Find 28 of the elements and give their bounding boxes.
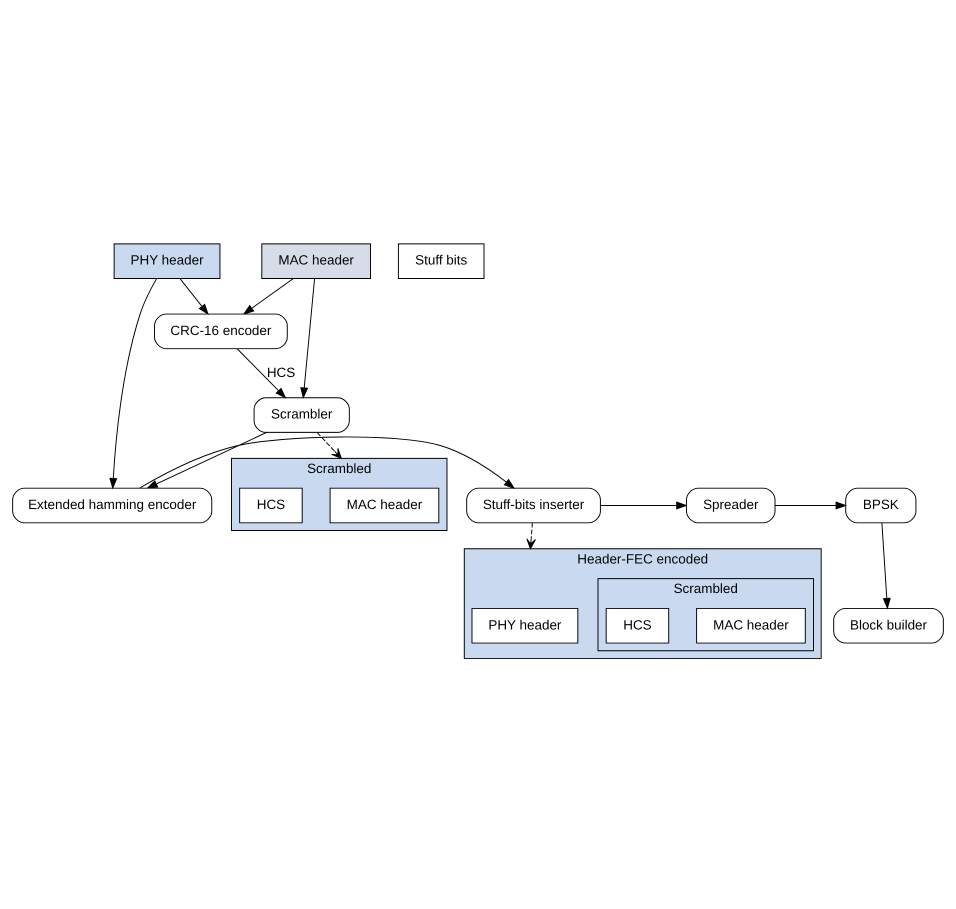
node-box: CRC-16 encoder (154, 313, 288, 349)
arrow (600, 500, 688, 510)
node-box: MAC header (696, 607, 806, 644)
node-box: HCS (239, 487, 303, 523)
arrow (526, 522, 536, 549)
node-box: Spreader (686, 487, 776, 523)
arrow (180, 278, 209, 315)
arrow (146, 432, 267, 488)
edge-label: HCS (266, 364, 296, 380)
arrow (109, 278, 158, 490)
arrow (242, 278, 294, 314)
node-box: Stuff-bits inserter (466, 487, 601, 523)
arrow (139, 436, 516, 489)
node-box: Extended hamming encoder (12, 487, 212, 523)
node-box: Stuff bits (398, 242, 484, 278)
node-box: MAC header (330, 487, 440, 523)
node-box: PHY header (472, 607, 578, 644)
arrow (300, 278, 316, 399)
node-box: HCS (606, 607, 670, 644)
node-box: PHY header (114, 242, 220, 278)
arrow (774, 500, 848, 510)
arrow (236, 348, 286, 398)
arrow (881, 522, 891, 610)
node-box: MAC header (261, 242, 371, 278)
node-box: Block builder (833, 607, 944, 644)
node-box: BPSK (845, 487, 916, 523)
arrow (316, 432, 342, 458)
node-box: Scrambler (254, 396, 350, 432)
